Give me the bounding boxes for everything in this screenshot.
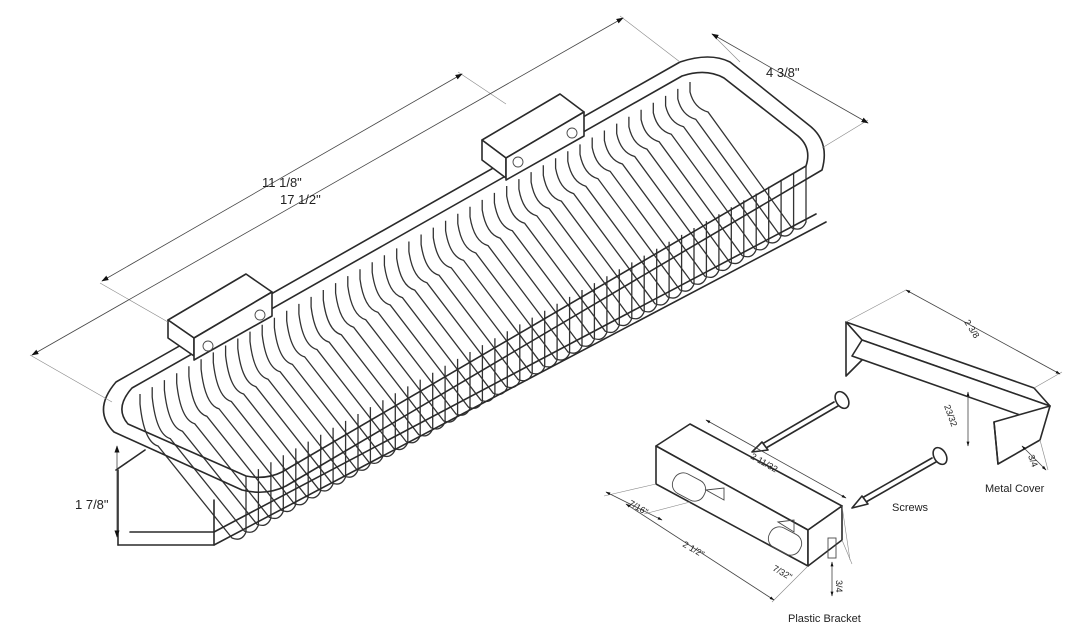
basket-wire (163, 380, 272, 526)
screw-lower (851, 446, 948, 509)
basket-dimension-lines (29, 15, 869, 538)
basket-wire (652, 102, 770, 251)
label-screws: Screws (892, 502, 929, 514)
dim-bracket-slot: 7/32" (771, 563, 794, 582)
dim-bracket-span: 2 1/2" (681, 539, 706, 559)
plastic-bracket: 2 11/32 7/16" 2 1/2" 7/32" 3/4 Plastic B… (603, 419, 861, 625)
dim-height: 1 7/8" (75, 497, 109, 512)
metal-cover: 2 3/8 23/32 3/4 Metal Cover (845, 289, 1063, 495)
dim-width-inner: 11 1/8" (262, 175, 302, 190)
basket-wire (237, 338, 347, 485)
basket-wire (139, 394, 247, 540)
basket-wire (628, 116, 745, 265)
basket-wire (689, 82, 807, 230)
basket-wire (151, 387, 260, 533)
dim-width-overall: 17 1/2" (280, 192, 321, 207)
basket-wire (212, 352, 322, 499)
basket-wire (249, 331, 359, 478)
basket-wire (444, 220, 558, 368)
basket-wire (224, 345, 334, 492)
wire-basket: 11 1/8" 17 1/2" 4 3/8" 1 7/8" (29, 15, 869, 546)
basket-wire (457, 213, 571, 361)
dim-bracket-hole: 7/16" (627, 498, 650, 517)
dim-bracket-height: 3/4 (834, 580, 844, 593)
dim-cover-length: 2 3/8 (962, 318, 981, 340)
label-metal-cover: Metal Cover (985, 483, 1045, 495)
basket-wire (469, 206, 583, 354)
label-plastic-bracket: Plastic Bracket (788, 613, 861, 625)
basket-wire (481, 199, 596, 347)
dim-cover-height: 23/32 (942, 403, 959, 428)
basket-wire (200, 359, 309, 506)
dim-cover-width: 3/4 (1026, 453, 1040, 468)
basket-wire (188, 366, 297, 513)
basket-wire (664, 95, 782, 244)
mounting-block-left (167, 273, 273, 361)
basket-wire (640, 109, 757, 258)
basket-wire (677, 88, 795, 237)
dim-depth: 4 3/8" (766, 65, 800, 80)
screw-upper (751, 390, 850, 453)
